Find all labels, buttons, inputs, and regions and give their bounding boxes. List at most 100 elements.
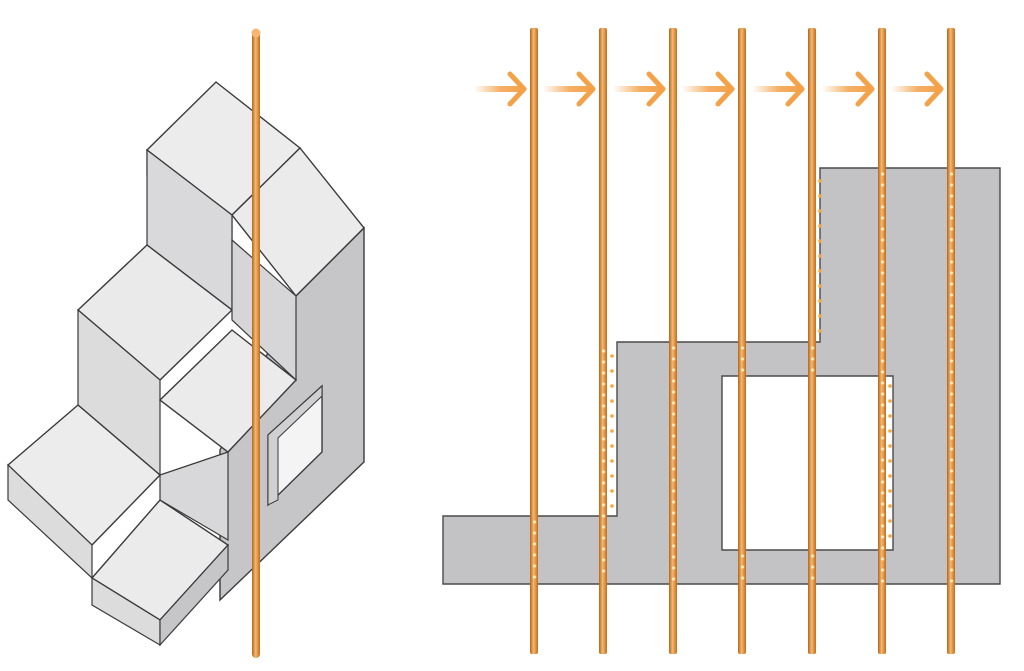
spark-dot [880, 303, 885, 309]
spark-dot [949, 468, 954, 474]
spark-dot [671, 389, 676, 395]
spark-dot [532, 574, 537, 580]
spark-dot [880, 402, 885, 408]
cutting-wire-icon [251, 28, 261, 658]
spark-dot [880, 226, 885, 232]
spark-dot [880, 215, 885, 221]
spark-dot [880, 259, 885, 265]
spark-dot [949, 556, 954, 562]
spark-dot [610, 429, 614, 433]
spark-dot [880, 347, 885, 353]
spark-dot [818, 239, 822, 243]
spark-dot [888, 399, 892, 403]
spark-dot [610, 384, 614, 388]
spark-dot [949, 237, 954, 243]
spark-dot [880, 512, 885, 518]
spark-dot [810, 367, 815, 373]
spark-dot [610, 444, 614, 448]
spark-dot [888, 519, 892, 523]
spark-dot [880, 281, 885, 287]
spark-dot [880, 435, 885, 441]
cutting-wire-icon [530, 28, 538, 654]
spark-dot [949, 545, 954, 551]
spark-dot [880, 237, 885, 243]
spark-dot [949, 226, 954, 232]
spark-dot [888, 534, 892, 538]
spark-dot [949, 424, 954, 430]
spark-dot [601, 392, 606, 398]
spark-dot [671, 345, 676, 351]
spark-dot [880, 391, 885, 397]
block-window-inner-side [267, 384, 323, 506]
cutting-wire-icon [808, 28, 816, 654]
cut-direction-arrow-icon [543, 71, 596, 107]
spark-dot [601, 480, 606, 486]
spark-dot [818, 254, 822, 258]
spark-dots-icon [532, 171, 954, 584]
spark-dot [880, 204, 885, 210]
spark-dot [810, 345, 815, 351]
spark-dot [949, 248, 954, 254]
spark-dot [740, 367, 745, 373]
spark-dot [671, 488, 676, 494]
spark-dot [671, 565, 676, 571]
spark-dot [610, 474, 614, 478]
spark-dot [601, 348, 606, 354]
spark-dot [818, 179, 822, 183]
spark-dot [601, 535, 606, 541]
spark-dot [740, 345, 745, 351]
spark-dot [880, 567, 885, 573]
spark-dot [671, 510, 676, 516]
spark-dot [880, 248, 885, 254]
spark-dot [601, 469, 606, 475]
spark-dot [532, 563, 537, 569]
spark-dot [818, 209, 822, 213]
spark-dot [671, 367, 676, 373]
spark-dot [880, 501, 885, 507]
spark-dot [671, 543, 676, 549]
cut-direction-arrows [474, 71, 944, 107]
spark-dot [610, 414, 614, 418]
spark-dot [949, 567, 954, 573]
spark-dot [949, 369, 954, 375]
spark-dot [880, 182, 885, 188]
spark-dot [888, 489, 892, 493]
spark-dot [818, 314, 822, 318]
spark-dot [880, 545, 885, 551]
spark-dot [880, 314, 885, 320]
spark-dot [880, 468, 885, 474]
spark-dot [671, 576, 676, 582]
spark-dot [818, 224, 822, 228]
spark-dot [601, 403, 606, 409]
cutting-wire-icon [599, 28, 607, 654]
spark-dot [949, 578, 954, 584]
spark-dot [610, 369, 614, 373]
cut-direction-arrow-icon [474, 71, 527, 107]
spark-dot [601, 447, 606, 453]
spark-dot [818, 284, 822, 288]
spark-dot [949, 204, 954, 210]
spark-dot [671, 466, 676, 472]
spark-dot [671, 400, 676, 406]
spark-dot [888, 429, 892, 433]
spark-dot [949, 490, 954, 496]
spark-dot [740, 356, 745, 362]
spark-dot [601, 546, 606, 552]
cut-direction-arrow-icon [822, 71, 875, 107]
foam-cross-section [442, 167, 1001, 585]
spark-dot [532, 530, 537, 536]
spark-dot [880, 380, 885, 386]
spark-dot [949, 193, 954, 199]
spark-dot [671, 422, 676, 428]
spark-dot [949, 380, 954, 386]
spark-dot [601, 370, 606, 376]
spark-dot [601, 557, 606, 563]
spark-dot [601, 414, 606, 420]
spark-dot [880, 358, 885, 364]
spark-dot [532, 552, 537, 558]
spark-dot [818, 299, 822, 303]
spark-dot [671, 554, 676, 560]
spark-dot [671, 433, 676, 439]
spark-dot [601, 359, 606, 365]
